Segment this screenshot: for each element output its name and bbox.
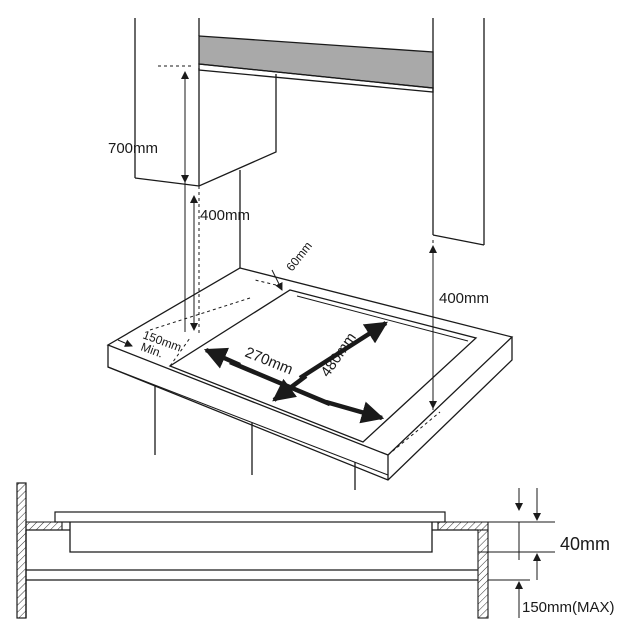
dimension-400-right: 400mm (429, 245, 489, 410)
range-hood-front (198, 35, 434, 89)
section-worktop (25, 521, 489, 531)
range-hood (198, 35, 434, 93)
wall-cabinet (134, 68, 277, 187)
section-hob-body (69, 522, 433, 553)
dimension-270: 270mm (203, 344, 385, 424)
label-150mm-max: 150mm(MAX) (522, 599, 615, 616)
label-700mm: 700mm (108, 140, 158, 157)
dimension-700: 700mm (108, 65, 192, 332)
label-60mm: 60mm (283, 239, 315, 274)
dimension-150-max: 150mm(MAX) (488, 579, 615, 618)
cross-section-view: 40mm 150mm(MAX) (16, 482, 615, 619)
section-support-right (477, 529, 489, 619)
base-cabinet (154, 385, 356, 490)
section-shelf (26, 569, 478, 581)
hob-cutout (168, 289, 478, 443)
dimension-150-min: 150mm Min. (117, 328, 183, 361)
label-400mm-left: 400mm (200, 207, 250, 224)
section-hob-top (54, 511, 446, 523)
label-270mm: 270mm (243, 344, 296, 379)
dimension-60: 60mm (271, 239, 315, 291)
dimension-40: 40mm (478, 488, 610, 580)
section-wall-left (16, 482, 27, 619)
label-400mm-right: 400mm (439, 290, 489, 307)
dimension-400-left: 400mm (190, 195, 250, 331)
perspective-view: 700mm 400mm 400mm 60mm 150mm Min. (106, 18, 514, 490)
label-40mm: 40mm (560, 534, 610, 554)
label-480mm: 480mm (317, 330, 360, 381)
